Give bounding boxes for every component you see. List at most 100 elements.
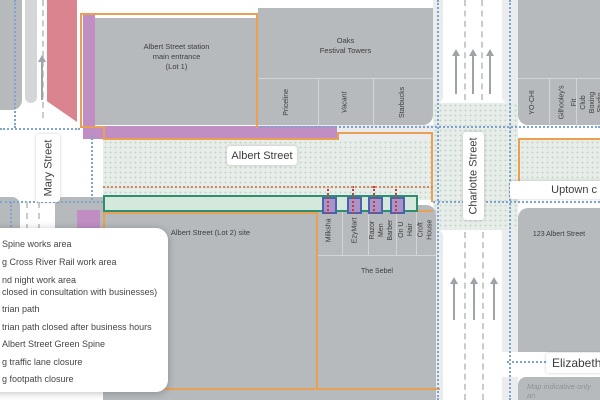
shop-starbucks-label: Starbucks	[399, 86, 407, 119]
shop-row-south: Milksha EzyMart Razor Men Barber On U Ha…	[318, 205, 436, 256]
building	[0, 0, 22, 110]
pedestrian-path	[509, 0, 511, 400]
street-label-charlotte-text: Charlotte Street	[467, 137, 480, 215]
shop-razor-men-barber: Razor Men Barber	[369, 205, 397, 255]
work-area-border	[256, 13, 258, 128]
pedestrian-crossing-marker	[322, 197, 337, 214]
uptown-work-area	[518, 138, 600, 184]
pedestrian-path	[0, 128, 80, 130]
closed-lane	[25, 0, 37, 103]
street-label-uptown-text: Uptown c	[551, 184, 597, 196]
lane-arrow-icon	[452, 49, 460, 94]
charlotte-intersection-pavement	[433, 103, 518, 230]
building-oaks-label: Oaks Festival Towers	[319, 36, 372, 56]
shop-fitclub: Fit Club Boxing Studio	[571, 79, 600, 126]
lane-arrow-icon	[469, 49, 477, 94]
legend-item: g footpath closure	[2, 374, 74, 384]
building-lot2-label: Albert Street (Lot 2) site	[170, 228, 251, 237]
building-sebel-label: The Sebel	[361, 268, 393, 275]
shop-ezymart-label: EzyMart	[351, 217, 359, 243]
pedestrian-crossing-marker	[368, 197, 383, 214]
footpath-closure-strip	[83, 14, 95, 128]
building-south-east: Map indicative only an	[518, 377, 600, 400]
lane-arrow-icon	[490, 277, 498, 320]
building-oaks: Oaks Festival Towers Priceline Vacant St…	[258, 8, 433, 126]
shop-on-u-hair: On U Hair	[397, 205, 417, 255]
legend-item: trian path closed after business hours	[2, 322, 152, 332]
legend-item: g Cross River Rail work area	[2, 257, 117, 267]
pedestrian-path	[507, 361, 550, 363]
legend-item: Albert Street Green Spine	[2, 339, 106, 349]
shop-vacant: Vacant	[319, 79, 375, 126]
lane-arrow-icon	[38, 55, 46, 100]
lane-line	[464, 0, 466, 100]
legend-panel: Spine works area g Cross River Rail work…	[0, 228, 168, 392]
building-123-albert: 123 Albert Street	[518, 208, 600, 352]
street-label-charlotte: Charlotte Street	[463, 132, 484, 220]
path-closed-after-hours-line	[327, 186, 329, 214]
pedestrian-crossing-marker	[347, 197, 362, 214]
legend-item: g traffic lane closure	[2, 357, 83, 367]
shop-croft-house-label: Croft House	[417, 219, 434, 241]
pedestrian-path	[10, 202, 12, 230]
street-label-elizabeth: Elizabeth	[546, 353, 600, 373]
path-closed-after-hours-line	[373, 186, 375, 214]
shop-on-u-hair-label: On U Hair	[397, 221, 414, 239]
work-area-border	[318, 388, 440, 390]
pedestrian-path	[91, 135, 93, 200]
building-lot1-label: Albert Street station main entrance (Lot…	[143, 42, 210, 72]
legend-item: trian path	[2, 304, 40, 314]
shop-gilhooleys: Gilhooley's	[550, 79, 578, 126]
path-closed-after-hours-line	[352, 186, 354, 214]
work-area-border	[80, 13, 258, 15]
pedestrian-path	[260, 126, 600, 128]
shop-yochi: YO-CHI	[518, 79, 551, 126]
lane-arrow-icon	[450, 277, 458, 320]
work-area-border	[337, 132, 339, 140]
work-area-border	[337, 132, 433, 134]
shop-starbucks: Starbucks	[374, 79, 433, 126]
shop-milksha: Milksha	[318, 205, 344, 255]
street-label-elizabeth-text: Elizabeth	[552, 356, 600, 370]
pedestrian-path	[0, 201, 103, 203]
pedestrian-crossing-marker	[390, 197, 405, 214]
green-spine-band	[103, 195, 418, 212]
shop-row-north-west: Priceline Vacant Starbucks	[258, 78, 433, 126]
pedestrian-path	[433, 201, 600, 203]
shop-vacant-label: Vacant	[341, 91, 349, 114]
cross-river-rail-work-area	[47, 0, 77, 122]
street-label-albert-text: Albert Street	[231, 149, 293, 162]
shop-gilhooleys-label: Gilhooley's	[559, 85, 567, 120]
footpath-closure-strip	[83, 126, 337, 139]
building-lot1: Albert Street station main entrance (Lot…	[95, 18, 258, 125]
path-closed-after-hours-line	[395, 186, 397, 214]
legend-item: closed in consultation with businesses)	[2, 287, 158, 297]
lane-line	[481, 0, 483, 100]
shop-milksha-label: Milksha	[325, 218, 333, 242]
pedestrian-path	[14, 0, 16, 128]
shop-croft-house: Croft House	[417, 205, 436, 255]
lane-arrow-icon	[486, 49, 494, 94]
map-note: Map indicative only an	[527, 382, 591, 400]
work-area-border	[80, 13, 82, 128]
shop-fitclub-label: Fit Club Boxing Studio	[571, 91, 600, 114]
lane-line	[26, 202, 28, 230]
shop-priceline: Priceline	[258, 79, 319, 126]
building-123-albert-label: 123 Albert Street	[532, 231, 586, 238]
shop-row-north-east: YO-CHI Gilhooley's Fit Club Boxing Studi…	[518, 78, 600, 126]
shop-ezymart: EzyMart	[343, 205, 370, 255]
street-label-mary: Mary Street	[36, 134, 60, 202]
work-area-border	[431, 132, 433, 202]
street-label-albert: Albert Street	[227, 146, 297, 165]
shop-yochi-label: YO-CHI	[529, 90, 537, 115]
legend-item: Spine works area	[2, 239, 72, 249]
shop-priceline-label: Priceline	[283, 89, 291, 116]
street-label-mary-text: Mary Street	[42, 139, 55, 197]
building	[103, 390, 436, 400]
shop-razor-men-barber-label: Razor Men Barber	[369, 219, 394, 241]
footpath-closure-dotted-line	[103, 186, 433, 188]
footpath-closure-strip	[77, 210, 100, 230]
street-label-uptown: Uptown c	[510, 181, 600, 199]
work-area-border	[103, 126, 105, 140]
